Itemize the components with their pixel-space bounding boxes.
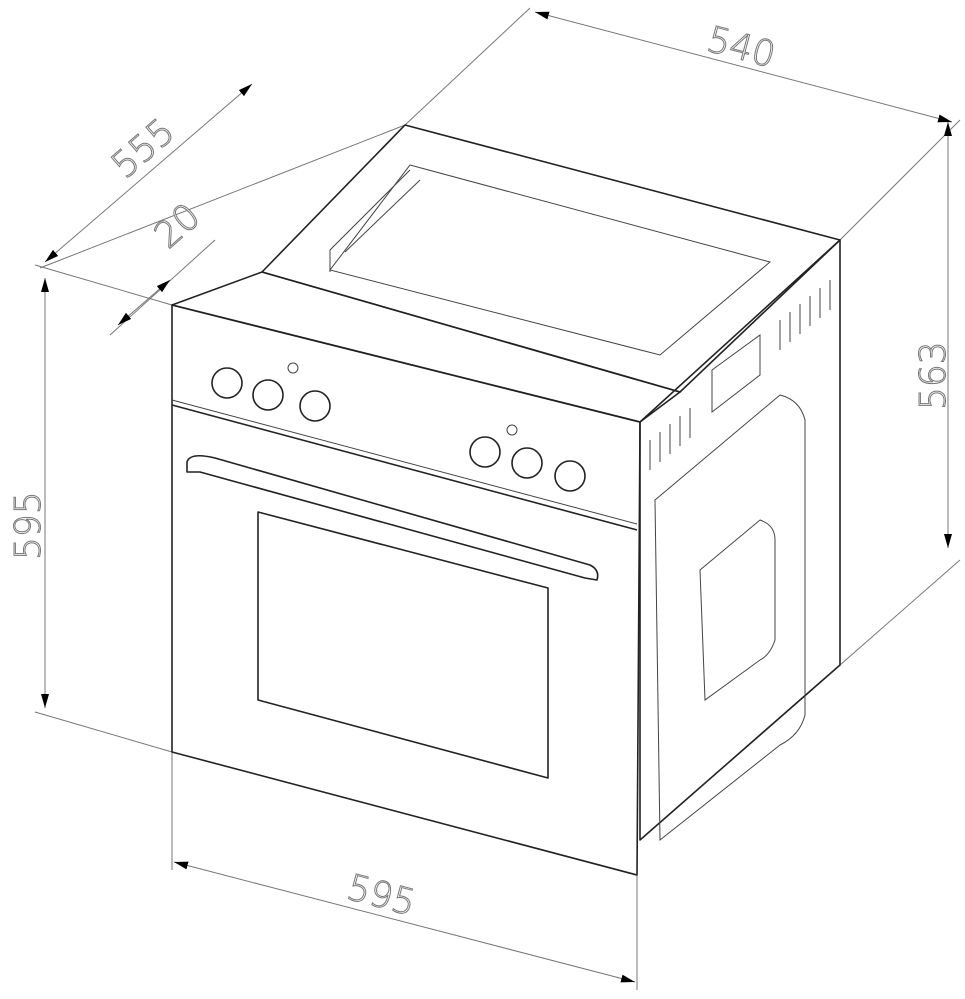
dim-label-595-height: 595 bbox=[8, 491, 49, 560]
dim-label-20: 20 bbox=[147, 196, 208, 257]
door-top-edge bbox=[171, 404, 638, 531]
oven-window bbox=[257, 511, 549, 779]
knob-2[interactable] bbox=[252, 379, 284, 411]
oven-front bbox=[171, 304, 641, 876]
indicator-light bbox=[506, 424, 518, 436]
oven-top bbox=[261, 124, 841, 393]
oven bbox=[171, 124, 841, 876]
control-knobs bbox=[211, 362, 586, 492]
dim-label-595-width: 595 bbox=[343, 867, 420, 924]
indicator-light bbox=[287, 362, 299, 374]
knob-4[interactable] bbox=[469, 436, 501, 468]
dimension-lines bbox=[34, 7, 961, 990]
door-handle bbox=[186, 454, 599, 581]
knob-6[interactable] bbox=[554, 460, 586, 492]
dim-label-563: 563 bbox=[913, 341, 954, 410]
dim-label-540: 540 bbox=[703, 19, 780, 76]
knob-5[interactable] bbox=[511, 447, 543, 479]
knob-1[interactable] bbox=[211, 367, 243, 399]
oven-side bbox=[639, 239, 841, 841]
knob-3[interactable] bbox=[299, 390, 331, 422]
dim-label-555: 555 bbox=[104, 111, 183, 187]
